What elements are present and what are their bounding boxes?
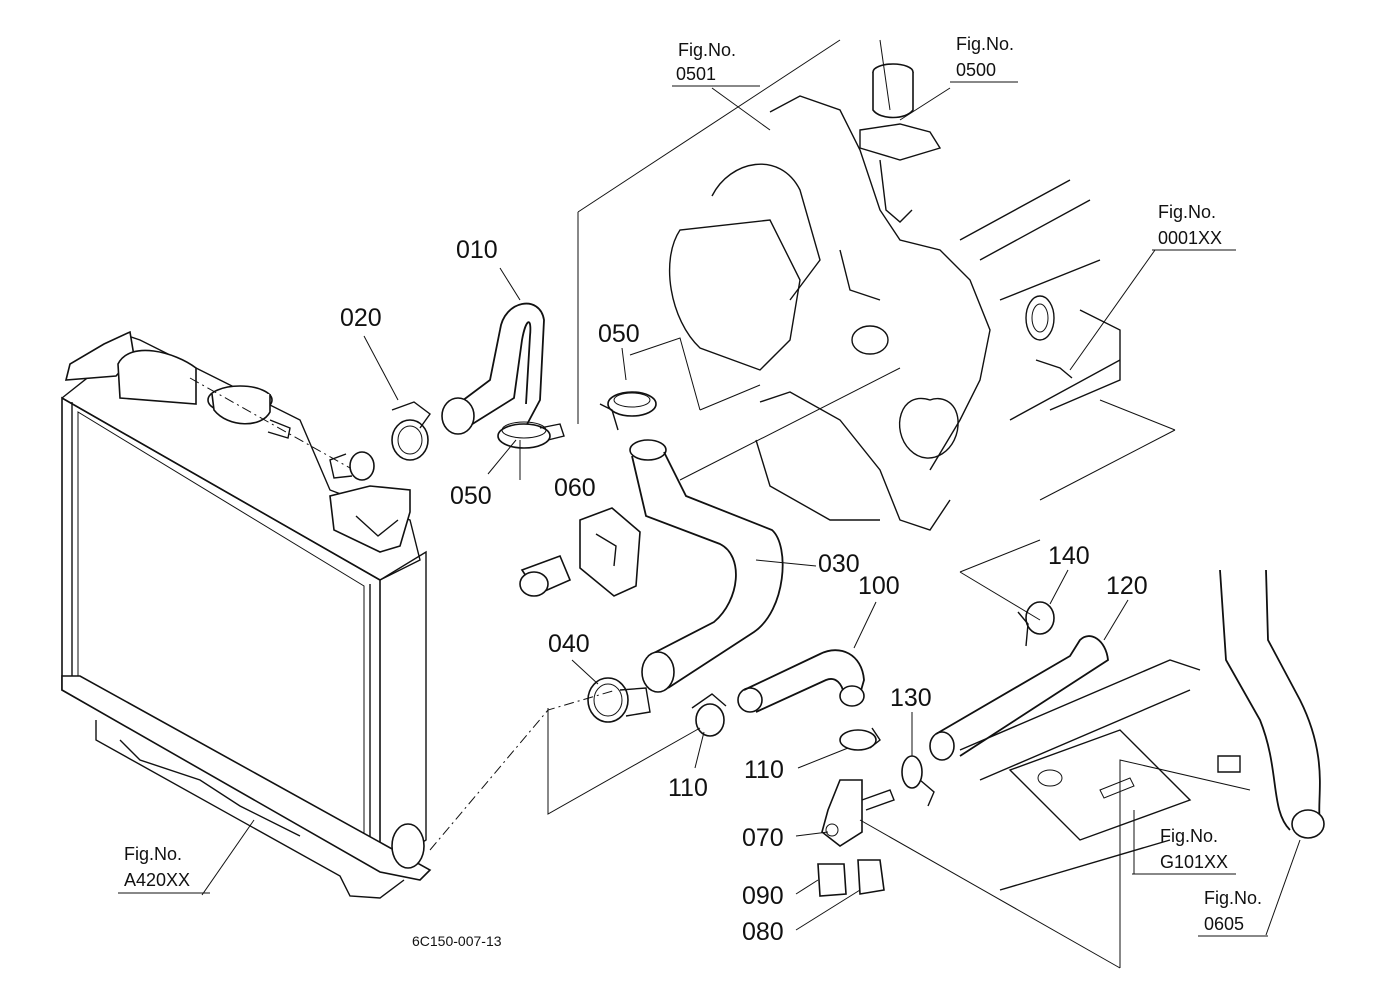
svg-text:0501: 0501: [676, 64, 716, 84]
svg-text:Fig.No.: Fig.No.: [1204, 888, 1262, 908]
part-110-clamp-right: [839, 727, 881, 751]
callout-140: 140: [1048, 542, 1090, 570]
part-140-clamp: [1017, 601, 1055, 647]
svg-text:0605: 0605: [1204, 914, 1244, 934]
svg-text:Fig.No.: Fig.No.: [956, 34, 1014, 54]
part-040-clamp: [587, 677, 651, 723]
callout-040: 040: [548, 630, 590, 658]
svg-text:0500: 0500: [956, 60, 996, 80]
part-050-clamp-upper: [497, 421, 565, 449]
callout-130: 130: [890, 684, 932, 712]
part-030-lower-hose: [629, 439, 784, 693]
callout-070: 070: [742, 824, 784, 852]
part-090-plug: [817, 863, 847, 897]
part-020-clamp: [391, 401, 431, 461]
part-060-bracket: [519, 507, 641, 597]
callout-020: 020: [340, 304, 382, 332]
part-0605-pipe: [1217, 569, 1325, 839]
fig-ref-0605: Fig.No. 0605: [1198, 888, 1268, 937]
callout-110-right: 110: [744, 756, 784, 784]
callout-080: 080: [742, 918, 784, 946]
mounting-plate: [959, 659, 1201, 891]
svg-text:Fig.No.: Fig.No.: [1160, 826, 1218, 846]
drawing-code: 6C150-007-13: [412, 933, 502, 949]
fig-ref-a420xx: Fig.No. A420XX: [118, 844, 210, 894]
radiator: [61, 330, 432, 899]
part-120-hose: [929, 635, 1109, 761]
part-050-clamp-mid: [599, 391, 657, 431]
part-010-upper-hose: [441, 302, 545, 435]
callout-050-upper: 050: [598, 320, 640, 348]
fig-ref-0500: Fig.No. 0500: [950, 34, 1018, 83]
fig-ref-0501: Fig.No. 0501: [672, 40, 760, 87]
callout-010: 010: [456, 236, 498, 264]
engine-block: [668, 63, 1121, 531]
callout-090: 090: [742, 882, 784, 910]
part-070-joint: [821, 779, 895, 847]
svg-text:A420XX: A420XX: [124, 870, 190, 890]
callout-030: 030: [818, 550, 860, 578]
svg-text:Fig.No.: Fig.No.: [1158, 202, 1216, 222]
svg-text:Fig.No.: Fig.No.: [678, 40, 736, 60]
callout-060: 060: [554, 474, 596, 502]
callout-pointers: [201, 87, 1301, 936]
part-100-bypass-hose: [737, 649, 865, 713]
svg-text:G101XX: G101XX: [1160, 852, 1228, 872]
part-080-fitting: [857, 859, 885, 895]
part-110-clamp-left: [691, 693, 727, 737]
callout-100: 100: [858, 572, 900, 600]
fig-ref-g101xx: Fig.No. G101XX: [1132, 826, 1236, 875]
callout-050-lower: 050: [450, 482, 492, 510]
callout-110-left: 110: [668, 774, 708, 802]
svg-text:Fig.No.: Fig.No.: [124, 844, 182, 864]
fig-ref-0001xx: Fig.No. 0001XX: [1152, 202, 1236, 251]
part-130-clamp: [901, 755, 935, 807]
svg-text:0001XX: 0001XX: [1158, 228, 1222, 248]
callout-120: 120: [1106, 572, 1148, 600]
leader-lines: [189, 39, 1251, 969]
